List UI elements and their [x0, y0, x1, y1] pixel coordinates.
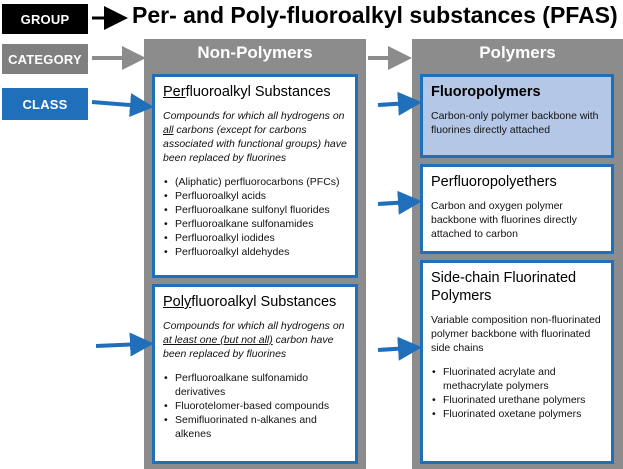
polymers-header: Polymers	[479, 43, 556, 62]
polyfluoroalkyl-desc-underlined: at least one (but not all)	[163, 334, 273, 346]
list-item: Fluorinated urethane polymers	[431, 393, 603, 407]
polyfluoroalkyl-title-rest: fluoroalkyl Substances	[191, 294, 337, 310]
polyfluoroalkyl-title: Polyfluoroalkyl Substances	[163, 293, 347, 311]
list-item: Perfluoroalkane sulfonamido derivatives	[163, 371, 347, 399]
class-arrow-perfluoroalkyl	[91, 93, 154, 118]
sidechain-title: Side-chain Fluorinated Polymers	[431, 270, 577, 304]
perfluoroalkyl-description: Compounds for which all hydrogens on all…	[163, 109, 347, 165]
class-label: CLASS	[2, 88, 88, 120]
perfluoroalkyl-box: Perfluoroalkyl Substances Compounds for …	[152, 74, 358, 278]
perfluoroalkyl-title-rest: fluoroalkyl Substances	[185, 84, 331, 100]
perfluoroalkyl-list: (Aliphatic) perfluorocarbons (PFCs) Perf…	[163, 175, 347, 259]
sidechain-description: Variable composition non-fluorinated pol…	[431, 314, 601, 354]
category-label-text: CATEGORY	[8, 51, 82, 67]
list-item: Perfluoroalkane sulfonyl fluorides	[163, 203, 347, 217]
perfluoropolyethers-title: Perfluoropolyethers	[431, 174, 557, 190]
non-polymers-header: Non-Polymers	[197, 43, 313, 62]
sidechain-list: Fluorinated acrylate and methacrylate po…	[431, 365, 603, 421]
list-item: Fluorotelomer-based compounds	[163, 399, 347, 413]
class-arrow-polyfluoroalkyl	[95, 332, 154, 357]
list-item: Perfluoroalkyl aldehydes	[163, 245, 347, 259]
perfluoropolyethers-description: Carbon and oxygen polymer backbone with …	[431, 200, 577, 240]
polyfluoroalkyl-list: Perfluoroalkane sulfonamido derivatives …	[163, 371, 347, 441]
polyfluoroalkyl-desc-part1: Compounds for which all hydrogens on	[163, 320, 345, 332]
list-item: Semifluorinated n-alkanes and alkenes	[163, 413, 347, 441]
class-arrow-sidechain	[377, 336, 422, 361]
perfluoroalkyl-desc-part1: Compounds for which all hydrogens on	[163, 110, 345, 122]
fluoropolymers-box: Fluoropolymers Carbon-only polymer backb…	[420, 74, 614, 158]
group-label-text: GROUP	[20, 11, 70, 27]
fluoropolymers-description: Carbon-only polymer backbone with fluori…	[431, 110, 599, 136]
list-item: Perfluoroalkyl iodides	[163, 231, 347, 245]
list-item: (Aliphatic) perfluorocarbons (PFCs)	[163, 175, 347, 189]
class-label-text: CLASS	[22, 96, 68, 112]
list-item: Fluorinated acrylate and methacrylate po…	[431, 365, 603, 393]
list-item: Perfluoroalkane sulfonamides	[163, 217, 347, 231]
polyfluoroalkyl-title-prefix: Poly	[163, 294, 192, 310]
perfluoroalkyl-desc-part2: carbons (except for carbons associated w…	[163, 124, 347, 164]
group-label: GROUP	[2, 4, 88, 34]
perfluoroalkyl-title: Perfluoroalkyl Substances	[163, 83, 347, 101]
list-item: Fluorinated oxetane polymers	[431, 407, 603, 421]
perfluoropolyethers-box: Perfluoropolyethers Carbon and oxygen po…	[420, 164, 614, 254]
perfluoroalkyl-desc-underlined: all	[163, 124, 174, 136]
polyfluoroalkyl-description: Compounds for which all hydrogens on at …	[163, 319, 347, 361]
polyfluoroalkyl-box: Polyfluoroalkyl Substances Compounds for…	[152, 284, 358, 464]
perfluoroalkyl-title-prefix: Per	[163, 84, 186, 100]
sidechain-box: Side-chain Fluorinated Polymers Variable…	[420, 260, 614, 464]
diagram-title: Per- and Poly-fluoroalkyl substances (PF…	[132, 2, 618, 28]
class-arrow-pfpe	[377, 190, 422, 215]
class-arrow-fluoropolymers	[377, 91, 422, 116]
fluoropolymers-title: Fluoropolymers	[431, 84, 541, 100]
category-label: CATEGORY	[2, 44, 88, 74]
list-item: Perfluoroalkyl acids	[163, 189, 347, 203]
polyfluoroalkyl-desc-part2: carbon have been replaced by fluorines	[163, 334, 334, 360]
